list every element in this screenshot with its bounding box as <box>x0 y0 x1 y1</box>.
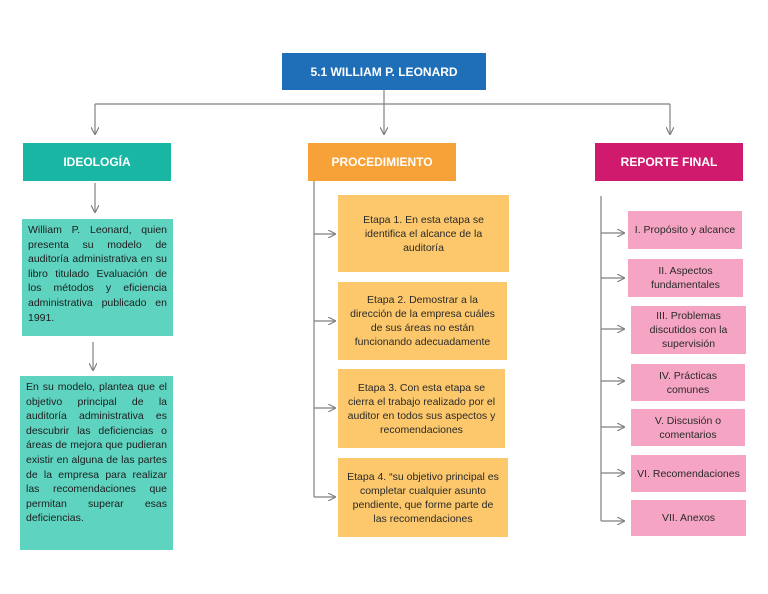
procedimiento-label: PROCEDIMIENTO <box>331 155 433 169</box>
procedimiento-header: PROCEDIMIENTO <box>308 143 456 181</box>
ideologia-box-2: En su modelo, plantea que el objetivo pr… <box>20 376 173 550</box>
reporte-item-1: I. Propósito y alcance <box>628 211 742 249</box>
procedimiento-step-1: Etapa 1. En esta etapa se identifica el … <box>338 195 509 272</box>
ideologia-label: IDEOLOGÍA <box>63 155 131 169</box>
reporte-item-4: IV. Prácticas comunes <box>631 364 745 401</box>
procedimiento-step-3: Etapa 3. Con esta etapa se cierra el tra… <box>338 369 505 448</box>
ideologia-box-1: William P. Leonard, quien presenta su mo… <box>22 219 173 336</box>
procedimiento-step-4: Etapa 4. “su objetivo principal es compl… <box>338 458 508 537</box>
procedimiento-step-2: Etapa 2. Demostrar a la dirección de la … <box>338 282 507 360</box>
title-text: 5.1 WILLIAM P. LEONARD <box>310 64 458 79</box>
reporte-item-5: V. Discusión o comentarios <box>631 409 745 446</box>
title-box: 5.1 WILLIAM P. LEONARD <box>282 53 486 90</box>
reporte-item-2: II. Aspectos fundamentales <box>628 259 743 297</box>
reporte-item-7: VII. Anexos <box>631 500 746 536</box>
reporte-header: REPORTE FINAL <box>595 143 743 181</box>
reporte-label: REPORTE FINAL <box>620 155 718 169</box>
reporte-item-6: VI. Recomendaciones <box>631 455 746 492</box>
ideologia-header: IDEOLOGÍA <box>23 143 171 181</box>
reporte-item-3: III. Problemas discutidos con la supervi… <box>631 306 746 354</box>
